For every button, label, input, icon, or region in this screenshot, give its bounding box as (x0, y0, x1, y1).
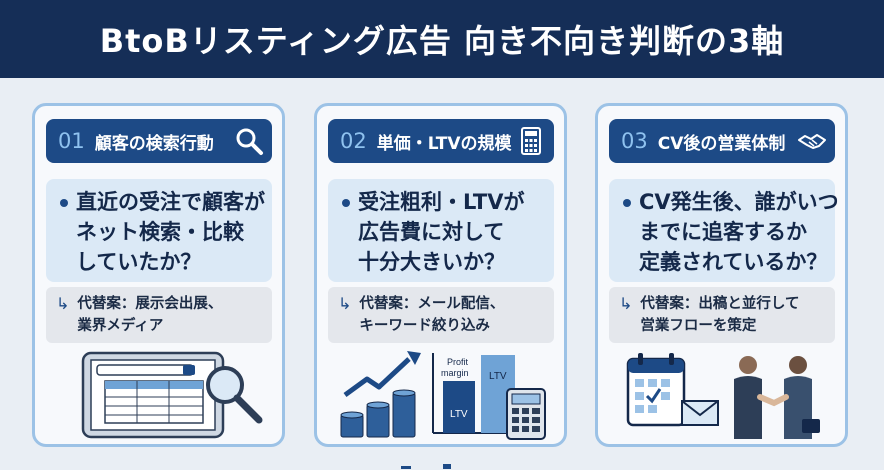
envelope-icon (681, 400, 719, 426)
calendar-handshake-illustration (626, 353, 820, 439)
tablet-search-illustration (81, 351, 263, 439)
card-unit-price-ltv: 02 単価・LTVの規模 受注粗利・LTVが 広告費に対して 十分大きいか？ ↳… (314, 103, 567, 447)
card-customer-search: 01 顧客の検索行動 直近の受注で顧客が ネット検索・比較 していたか？ ↳ 代… (32, 103, 285, 447)
bullet-dot (60, 199, 68, 207)
coin-stacks (340, 389, 416, 438)
question-line: CV発生後、誰がいつ (639, 190, 839, 214)
alternative-box: ↳ 代替案：出稿と並行して 営業フローを策定 (609, 287, 835, 343)
bullet-dot (342, 199, 350, 207)
alternative-line: 代替案：メール配信、 (359, 296, 505, 312)
alternative-box: ↳ 代替案：メール配信、 キーワード絞り込み (328, 287, 554, 343)
card-number: 01 (58, 129, 85, 153)
alternative-line: 代替案：出稿と並行して (640, 296, 800, 312)
card-title: 単価・LTVの規模 (376, 133, 512, 154)
alternative-line: 営業フローを策定 (640, 318, 757, 334)
card-post-cv-sales: 03 CV後の営業体制 CV発生後、誰がいつ までに追客するか 定義されているか… (595, 103, 848, 447)
ltv-label: LTV (450, 409, 468, 420)
page-title: BtoBリスティング広告 向き不向き判断の3軸 (99, 22, 785, 60)
card-header: 03 CV後の営業体制 (609, 119, 835, 163)
alternative-line: 代替案：展示会出展、 (77, 296, 223, 312)
return-arrow-icon: ↳ (56, 294, 70, 313)
question-line: 受注粗利・LTVが (358, 190, 525, 214)
question-line: 直近の受注で顧客が (76, 190, 265, 214)
growth-coins-chart-illustration: Profit margin LTV LTV (340, 351, 546, 440)
return-arrow-icon: ↳ (338, 294, 352, 313)
header-bar: BtoBリスティング広告 向き不向き判断の3軸 (0, 0, 884, 78)
card-title: CV後の営業体制 (657, 133, 786, 154)
calculator-icon (521, 127, 541, 155)
question-box: 受注粗利・LTVが 広告費に対して 十分大きいか？ (328, 179, 554, 282)
card-number: 03 (621, 129, 648, 153)
bottom-decoration (401, 464, 451, 469)
bullet-dot (623, 199, 631, 207)
ltv-label: LTV (489, 371, 507, 382)
question-line: していたか？ (76, 250, 202, 274)
card-header: 02 単価・LTVの規模 (328, 119, 554, 163)
card-title: 顧客の検索行動 (94, 133, 214, 154)
question-line: までに追客するか (639, 220, 807, 244)
return-arrow-icon: ↳ (619, 294, 633, 313)
growth-arrow (343, 357, 411, 398)
handshake-icon (798, 134, 826, 149)
magnifier-icon (236, 128, 263, 155)
margin-label: margin (441, 368, 469, 378)
alternative-line: 業界メディア (77, 318, 164, 334)
question-box: CV発生後、誰がいつ までに追客するか 定義されているか？ (609, 179, 839, 282)
business-people-handshake (734, 356, 820, 439)
alternative-line: キーワード絞り込み (359, 318, 490, 334)
profit-label: Profit (447, 357, 469, 367)
alternative-box: ↳ 代替案：展示会出展、 業界メディア (46, 287, 272, 343)
ltv-bar-short (443, 381, 475, 433)
question-box: 直近の受注で顧客が ネット検索・比較 していたか？ (46, 179, 272, 282)
question-line: 広告費に対して (358, 220, 505, 244)
card-number: 02 (340, 129, 367, 153)
question-line: ネット検索・比較 (76, 220, 244, 244)
card-header: 01 顧客の検索行動 (46, 119, 272, 163)
question-line: 定義されているか？ (639, 250, 828, 274)
question-line: 十分大きいか？ (358, 250, 505, 274)
calendar-icon (626, 353, 686, 427)
